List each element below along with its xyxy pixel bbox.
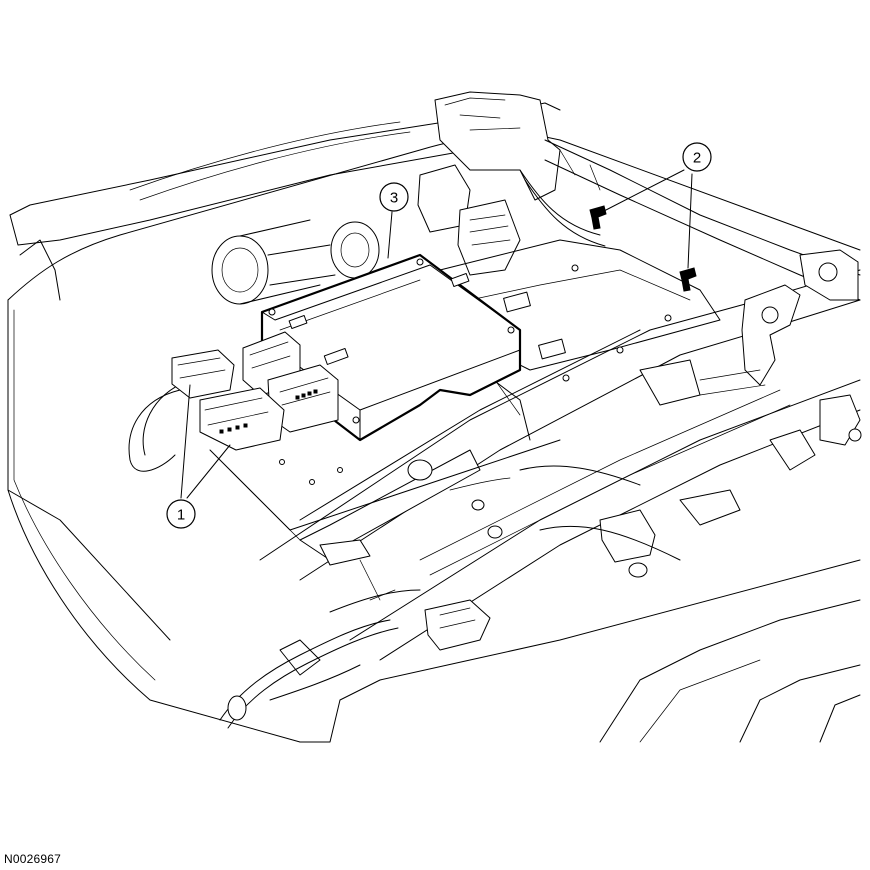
callout-3-label: 3 [390, 190, 398, 207]
figure-id: N0026967 [4, 852, 61, 866]
callout-1: 1 [166, 499, 196, 529]
leader-lines [180, 169, 693, 499]
callout-2-label: 2 [693, 150, 701, 167]
callout-1-label: 1 [177, 507, 185, 524]
wiring-connector-lower [199, 387, 285, 451]
wiring-connector-upper [171, 349, 235, 399]
screw-lower [679, 267, 697, 292]
callout-3: 3 [379, 182, 409, 212]
seat-frame-outline [7, 91, 862, 743]
seat-control-module [242, 253, 522, 442]
callout-2: 2 [682, 142, 712, 172]
screw-upper [589, 205, 607, 230]
